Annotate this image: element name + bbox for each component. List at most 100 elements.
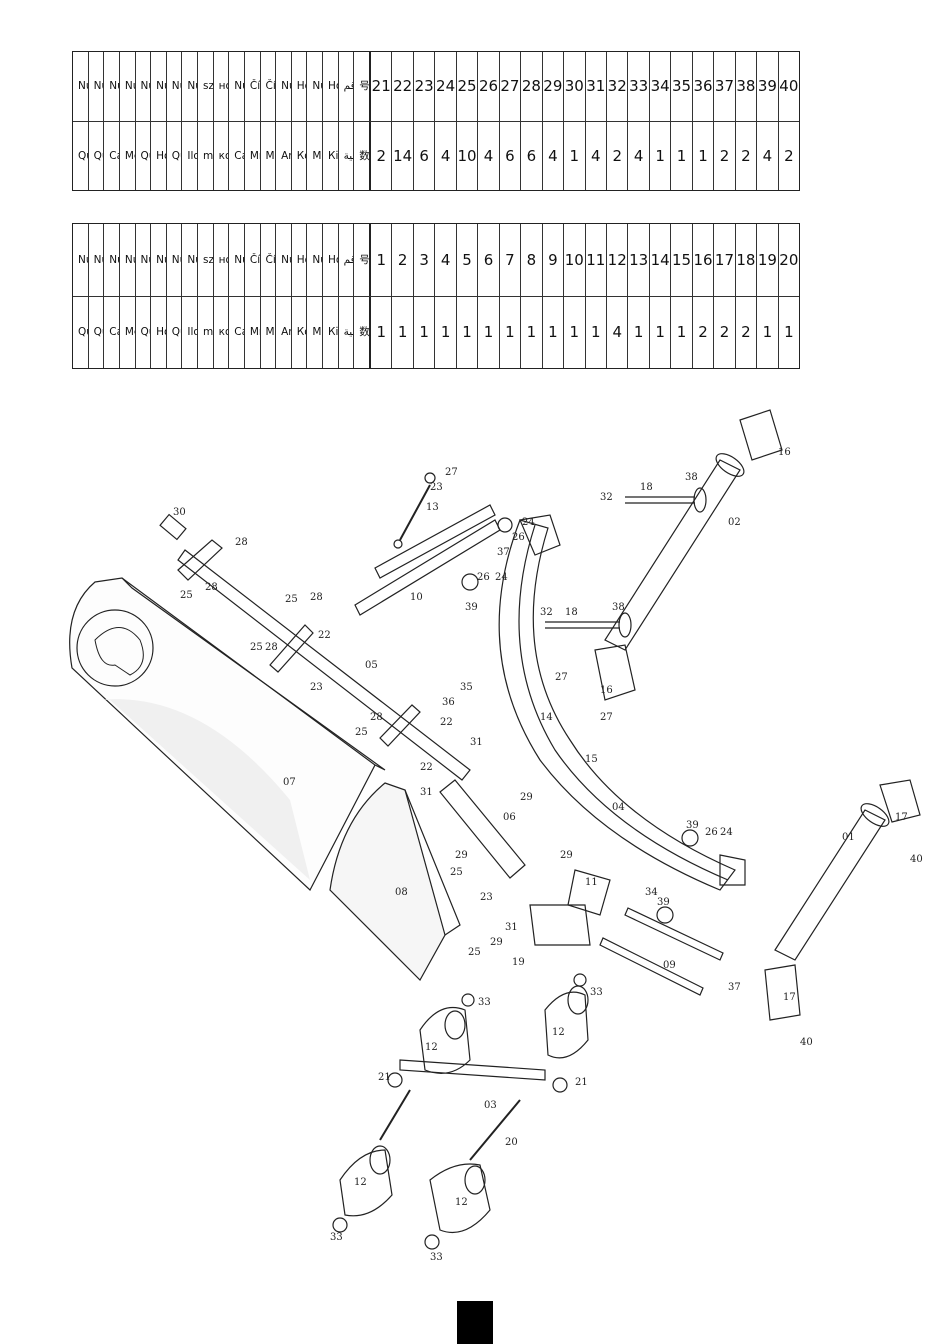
part-number-cell: 35 <box>671 52 693 121</box>
header-label-cell: Cantitate <box>229 121 245 190</box>
rod-20b <box>379 1089 411 1141</box>
label-25b: 25 <box>285 594 298 605</box>
header-label-cell: Quantité <box>73 296 89 368</box>
label-33d: 33 <box>590 987 603 998</box>
part-quantity-cell: 1 <box>693 121 715 190</box>
seat-tube <box>439 779 526 879</box>
header-label-cell: Número <box>89 224 105 296</box>
label-27c: 27 <box>600 712 613 723</box>
label-26b: 26 <box>477 572 490 583</box>
part-number-cell: 12 <box>607 224 629 296</box>
header-label-cell: Cantitate <box>229 296 245 368</box>
part-number-cell: 26 <box>478 52 500 121</box>
seat-pad-edge <box>404 789 461 936</box>
number-label-cells: NuméroNúmeroNúmeroNummerNumeroNummerNúme… <box>73 224 371 296</box>
header-label-cell: Quantity <box>89 296 105 368</box>
part-number-cell: 10 <box>564 224 586 296</box>
label-27a: 27 <box>445 467 458 478</box>
part-quantity-cell: 4 <box>757 121 779 190</box>
label-06: 06 <box>503 812 516 823</box>
part-number-cell: 20 <box>779 250 799 269</box>
header-label-cell: Numara <box>307 52 323 121</box>
part-number-cell: 6 <box>478 224 500 296</box>
back-bracket-2 <box>269 624 314 673</box>
part-number-cell: 39 <box>757 52 779 121</box>
axle-18-top <box>625 496 695 504</box>
label-36: 36 <box>442 697 455 708</box>
part-quantity-cell: 1 <box>414 296 436 368</box>
header-label-cell: количество <box>214 121 230 190</box>
part-number-cell: 40 <box>779 77 799 96</box>
label-12d: 12 <box>552 1027 565 1038</box>
header-label-cell: Množství <box>261 121 277 190</box>
label-33c: 33 <box>478 997 491 1008</box>
label-20: 20 <box>505 1137 518 1148</box>
header-label-cell: Quantidade <box>167 121 183 190</box>
foam-roller-1 <box>339 1149 393 1217</box>
label-29b: 29 <box>560 850 573 861</box>
label-25e: 25 <box>450 867 463 878</box>
part-number-cell: 32 <box>607 52 629 121</box>
part-quantity-cell: 4 <box>543 121 565 190</box>
label-34: 34 <box>645 887 658 898</box>
part-quantity-cell: 6 <box>414 121 436 190</box>
rod-13 <box>399 484 431 541</box>
quantity-row: QuantitéQuantityCantidadMengeQuantitàHoe… <box>73 296 799 368</box>
part-quantity-cell: 1 <box>500 296 522 368</box>
header-label-cell: الكمية <box>339 296 355 368</box>
part-quantity-cell: 1 <box>392 296 414 368</box>
label-26c: 26 <box>705 827 718 838</box>
back-frame-rail <box>177 549 471 781</box>
label-33a: 33 <box>330 1232 343 1243</box>
header-label-cell: Номер <box>292 224 308 296</box>
header-label-cell: Número <box>104 52 120 121</box>
header-label-cell: Číslo <box>245 224 261 296</box>
label-14: 14 <box>540 712 553 723</box>
part-number-cell: 17 <box>714 224 736 296</box>
header-label-cell: Nummer <box>276 224 292 296</box>
label-31c: 31 <box>505 922 518 933</box>
part-number-cell: 8 <box>521 224 543 296</box>
header-label-cell: Número <box>167 52 183 121</box>
label-04: 04 <box>612 802 625 813</box>
number-row: NuméroNúmeroNúmeroNummerNumeroNummerNúme… <box>73 224 799 297</box>
part-quantity-cell: 4 <box>478 121 500 190</box>
part-quantity-cell: 1 <box>586 296 607 368</box>
label-28d: 28 <box>265 642 278 653</box>
foam-roller-3 <box>419 1006 471 1074</box>
part-number-cell: 13 <box>628 224 650 296</box>
end-cap-16-mid <box>594 644 636 701</box>
part-quantity-cell: 10 <box>457 121 479 190</box>
part-number-cell: 37 <box>714 52 736 121</box>
backrest-pad-edge <box>121 577 386 771</box>
frame-bracket-top <box>519 514 561 556</box>
parts-table-21-40: NuméroNúmeroNúmeroNummerNumeroNummerNúme… <box>72 51 800 191</box>
backrest-shading <box>100 699 310 880</box>
part-quantity-cell: 4 <box>586 121 607 190</box>
end-cap-17-top <box>879 779 921 823</box>
part-quantity-cell: 2 <box>693 296 715 368</box>
header-label-cell: Hoeveelheid <box>151 296 167 368</box>
label-12b: 12 <box>455 1197 468 1208</box>
label-29a: 29 <box>455 850 468 861</box>
header-label-cell: Cantidad <box>104 296 120 368</box>
label-28a: 28 <box>235 537 248 548</box>
part-number-cell: 25 <box>457 52 479 121</box>
header-label-cell: mennyiség <box>198 296 214 368</box>
label-12a: 12 <box>354 1177 367 1188</box>
label-31a: 31 <box>470 737 483 748</box>
label-12c: 12 <box>425 1042 438 1053</box>
header-label-cell: Antal <box>276 121 292 190</box>
quantity-row: QuantitéQuantityCantidadMengeQuantitàHoe… <box>73 121 799 190</box>
part-quantity-cell: 4 <box>607 296 629 368</box>
label-37a: 37 <box>497 547 510 558</box>
part-quantity-cell: 4 <box>435 121 457 190</box>
part-quantity-cell: 1 <box>564 296 586 368</box>
label-25d: 25 <box>355 727 368 738</box>
part-number-cell: 30 <box>564 52 586 121</box>
number-row: NuméroNúmeroNúmeroNummerNumeroNummerNúme… <box>73 52 799 122</box>
part-number-cell: 7 <box>500 224 522 296</box>
frame-bracket-bottom <box>719 854 746 886</box>
header-label-cell: Numer <box>182 52 198 121</box>
